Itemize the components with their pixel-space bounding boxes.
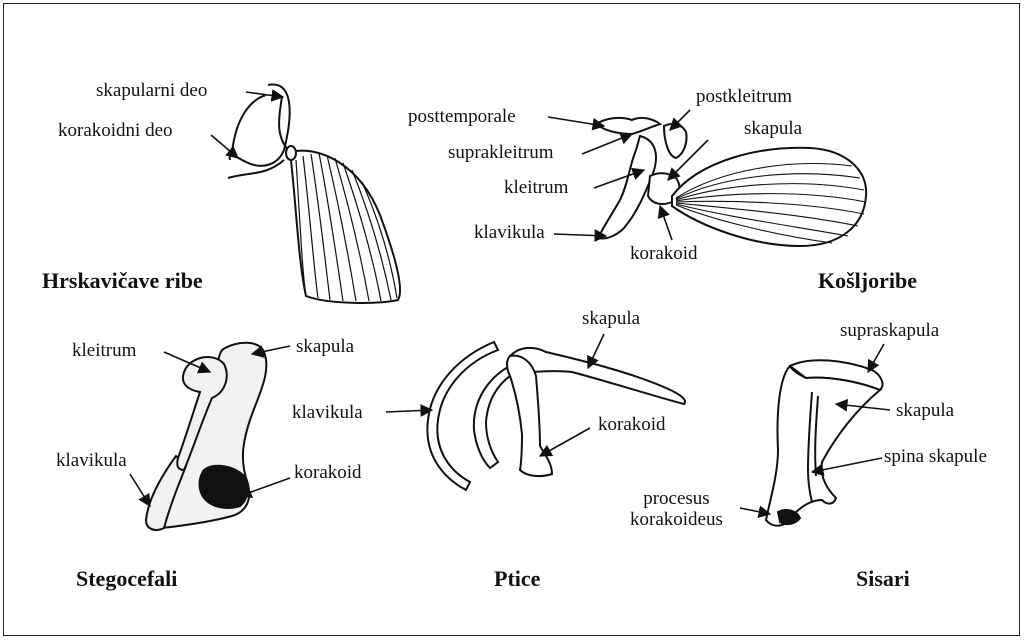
ptice-arrows xyxy=(386,334,604,456)
label-procesus-line1: procesus xyxy=(630,488,723,509)
label-skapula-ptice: skapula xyxy=(582,308,640,330)
label-skapula-stegocefali: skapula xyxy=(296,336,354,358)
label-skapularni-deo: skapularni deo xyxy=(96,80,207,102)
title-hrskavicave-ribe: Hrskavičave ribe xyxy=(42,268,203,294)
label-supraskapula: supraskapula xyxy=(840,320,939,342)
label-suprakleitrum: suprakleitrum xyxy=(448,142,554,164)
title-stegocefali: Stegocefali xyxy=(76,566,177,592)
hrskavicave-arrows xyxy=(211,92,283,158)
label-procesus-line2: korakoideus xyxy=(630,509,723,530)
title-ptice: Ptice xyxy=(494,566,540,592)
label-skapula-kosljoribe: skapula xyxy=(744,118,802,140)
label-korakoid-ptice: korakoid xyxy=(598,414,666,436)
label-kleitrum-stegocefali: kleitrum xyxy=(72,340,136,362)
hrskavicave-drawing xyxy=(228,84,400,302)
label-klavikula-kosljoribe: klavikula xyxy=(474,222,545,244)
title-kosljoribe: Košljoribe xyxy=(818,268,917,294)
label-korakoidni-deo: korakoidni deo xyxy=(58,120,173,142)
label-korakoid-kosljoribe: korakoid xyxy=(630,243,698,265)
label-spina-skapule: spina skapule xyxy=(884,446,987,468)
label-skapula-sisari: skapula xyxy=(896,400,954,422)
kosljoribe-drawing xyxy=(596,118,866,246)
sisari-drawing xyxy=(766,360,882,525)
label-kleitrum-kosljoribe: kleitrum xyxy=(504,177,568,199)
label-procesus-korakoideus: procesus korakoideus xyxy=(630,488,723,530)
label-korakoid-stegocefali: korakoid xyxy=(294,462,362,484)
label-klavikula-stegocefali: klavikula xyxy=(56,450,127,472)
label-postkleitrum: postkleitrum xyxy=(696,86,792,108)
label-posttemporale: posttemporale xyxy=(408,106,516,128)
title-sisari: Sisari xyxy=(856,566,910,592)
label-klavikula-ptice: klavikula xyxy=(292,402,363,424)
